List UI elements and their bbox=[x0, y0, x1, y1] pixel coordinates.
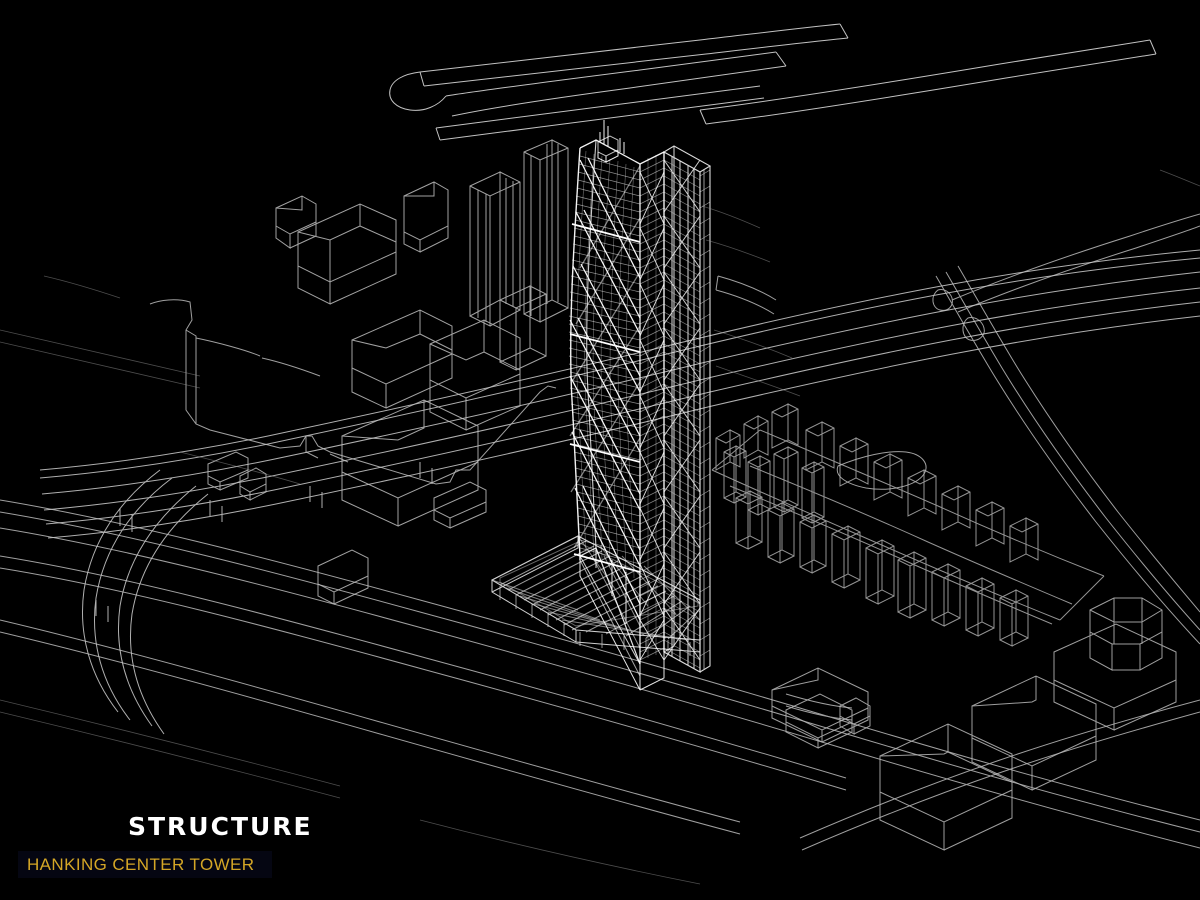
tower-primary-volume bbox=[568, 120, 665, 691]
faint-context-lines bbox=[0, 169, 1200, 885]
tower-left-silhouette bbox=[570, 147, 581, 560]
caption-block: STRUCTURE HANKING CENTER TOWER bbox=[0, 812, 420, 884]
tower-floor-plates-right bbox=[639, 159, 665, 661]
tower-detached-service-core bbox=[663, 145, 712, 674]
tower-foot bbox=[579, 548, 665, 691]
tower-floor-plates-left bbox=[568, 155, 641, 573]
tower-crown-detail bbox=[597, 120, 625, 163]
neighbouring-building-cluster-left bbox=[207, 139, 569, 605]
tower-belt-trusses bbox=[569, 223, 641, 573]
dense-city-block-right bbox=[711, 403, 1105, 647]
top-roadway-ribbons bbox=[389, 23, 1157, 141]
page-title: STRUCTURE bbox=[128, 812, 313, 841]
low-rise-blocks-lower-right bbox=[771, 597, 1177, 851]
subtitle-backing-band bbox=[18, 851, 272, 878]
surface-road-network bbox=[0, 213, 1200, 851]
project-subtitle: HANKING CENTER TOWER bbox=[27, 855, 255, 874]
tower-right-face-bracing bbox=[639, 171, 665, 661]
